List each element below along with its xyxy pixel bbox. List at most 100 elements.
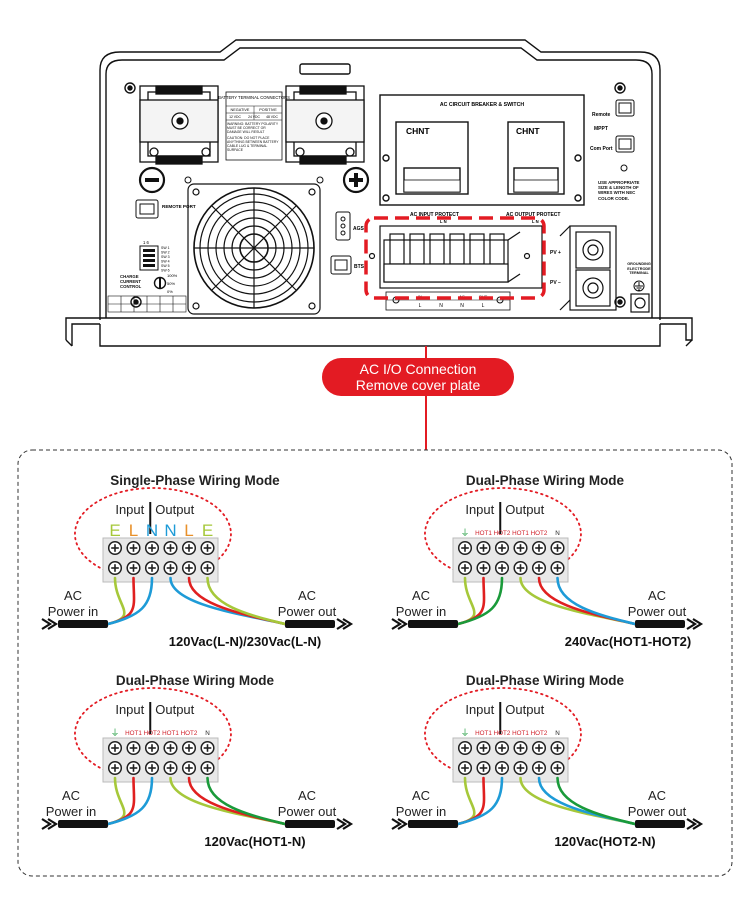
terminal-screw xyxy=(163,740,178,756)
sw1-label: SW 1 xyxy=(161,246,170,250)
power-out-label: Power out xyxy=(278,804,337,819)
inverter-front-panel xyxy=(65,39,693,347)
panel-title: Single-Phase Wiring Mode xyxy=(110,473,280,488)
terminal-label: L xyxy=(419,303,422,309)
ac-input-protect: AC INPUT PROTECT xyxy=(410,212,459,218)
terminal-label: HOT2 xyxy=(181,730,198,737)
screw xyxy=(184,176,192,184)
positive-label: POSITIVE xyxy=(259,108,277,112)
pv-plus-label: PV + xyxy=(550,250,561,256)
wire xyxy=(106,776,154,826)
voltage-caption: 120Vac(HOT2-N) xyxy=(554,834,655,849)
terminal-screw xyxy=(457,560,473,576)
terminal-block xyxy=(102,737,219,783)
nec-note: USE APPROPRIATE SIZE & LENGTH OF WIRES W… xyxy=(598,180,640,201)
power-out-cable xyxy=(635,618,704,630)
terminal-label: HOT2 xyxy=(531,530,548,537)
com-port-label: Com Port xyxy=(590,146,613,152)
v24-label: 24 VDC xyxy=(248,115,260,119)
terminal-label: HOT2 xyxy=(144,730,161,737)
pct50-label: 50% xyxy=(167,281,175,286)
terminal-screw xyxy=(200,560,215,576)
power-in-label: Power in xyxy=(396,604,447,619)
ac-in-label: AC xyxy=(412,788,430,803)
power-in-label: Power in xyxy=(46,804,97,819)
wire xyxy=(187,576,287,626)
terminal-screw xyxy=(494,540,510,556)
terminal-screw xyxy=(163,760,178,776)
power-in-cable xyxy=(391,618,458,630)
callout-line2: Remove cover plate xyxy=(356,377,481,393)
pct100-label: 100% xyxy=(167,273,178,278)
wire xyxy=(556,576,637,626)
power-in-label: Power in xyxy=(396,804,447,819)
charge-current-control: CHARGE CURRENT CONTROL 100% 50% 0% xyxy=(120,273,178,294)
power-out-cable xyxy=(285,618,354,630)
terminal-screw xyxy=(550,560,565,576)
power-out-label: Power out xyxy=(628,604,687,619)
terminal-screw xyxy=(513,760,528,776)
power-in-cable xyxy=(41,818,108,830)
terminal-screw xyxy=(457,540,473,556)
terminal-screw xyxy=(550,540,565,556)
terminal-screw xyxy=(476,740,491,756)
wire xyxy=(206,776,287,826)
power-out-cable xyxy=(635,818,704,830)
terminal-screw xyxy=(181,540,197,556)
ac-in-label: AC xyxy=(412,588,430,603)
terminal-screw xyxy=(476,760,491,776)
remote-jack xyxy=(615,99,635,117)
terminal-screw xyxy=(107,760,123,776)
terminal-label: HOT1 xyxy=(475,730,492,737)
terminal-label: N xyxy=(460,303,464,309)
ac-terminal-strip: L N N L IN AC OUT xyxy=(385,291,511,311)
terminal-screw xyxy=(144,540,160,556)
input-label: Input xyxy=(115,702,144,717)
terminal-screw xyxy=(126,740,141,756)
wire xyxy=(169,776,287,826)
terminal-label: HOT1 xyxy=(512,730,529,737)
terminal-label: HOT1 xyxy=(512,530,529,537)
terminal-screw xyxy=(126,560,141,576)
terminal-screw xyxy=(550,760,565,776)
v12-label: 12 VDC xyxy=(229,115,241,119)
terminal-label: HOT2 xyxy=(494,730,511,737)
terminal-label: HOT2 xyxy=(494,530,511,537)
ags-port xyxy=(335,211,351,241)
terminal-screw xyxy=(126,760,141,776)
terminal-screw xyxy=(494,560,510,576)
terminal-screw xyxy=(181,560,197,576)
pct0-label: 0% xyxy=(167,289,173,294)
terminal-screw xyxy=(107,740,123,756)
terminal-label: L xyxy=(482,303,485,309)
wire xyxy=(456,776,476,826)
terminal-screw xyxy=(163,560,178,576)
terminal-block xyxy=(452,537,569,583)
battery-caution: CAUTION: DO NOT PLACE ANYTHING BETWEEN B… xyxy=(227,136,279,152)
wire xyxy=(556,776,637,826)
com-port-jack xyxy=(615,135,635,153)
ground-terminal-label: ⏚ xyxy=(460,528,469,538)
power-out-cable xyxy=(285,818,354,830)
wire xyxy=(456,576,476,626)
terminal-label: L xyxy=(184,521,193,540)
terminal-screw xyxy=(107,560,123,576)
terminal-screw xyxy=(531,540,547,556)
ac-out-label: AC xyxy=(648,788,666,803)
voltage-caption: 120Vac(HOT1-N) xyxy=(204,834,305,849)
terminal-screw xyxy=(200,760,215,776)
input-label: Input xyxy=(115,502,144,517)
sw3-label: SW 3 xyxy=(161,255,170,259)
terminal-label: E xyxy=(109,521,120,540)
power-in-label: Power in xyxy=(48,604,99,619)
power-out-label: Power out xyxy=(278,604,337,619)
v48-label: 48 VDC xyxy=(266,115,278,119)
sw2-label: SW 2 xyxy=(161,251,170,255)
wiring-modes-frame xyxy=(17,449,733,877)
battery-warning: WARNING: BATTERY POLARITY MUST BE CORREC… xyxy=(227,122,279,134)
terminal-screw xyxy=(200,740,215,756)
terminal-screw xyxy=(144,760,160,776)
